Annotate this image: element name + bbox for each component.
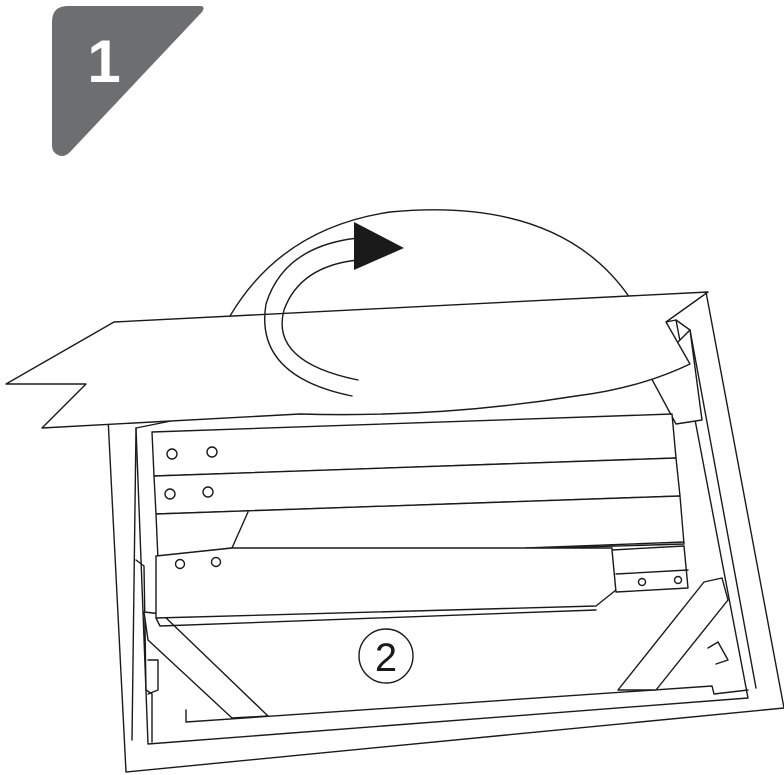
slats (152, 414, 688, 626)
step-number: 1 (87, 28, 120, 95)
step-badge-shape (52, 6, 204, 156)
slat-4 (156, 548, 616, 618)
step-badge: 1 (52, 6, 204, 156)
callout-number: 2 (375, 636, 397, 680)
cross-block (612, 546, 688, 592)
arrow-head (354, 222, 404, 270)
